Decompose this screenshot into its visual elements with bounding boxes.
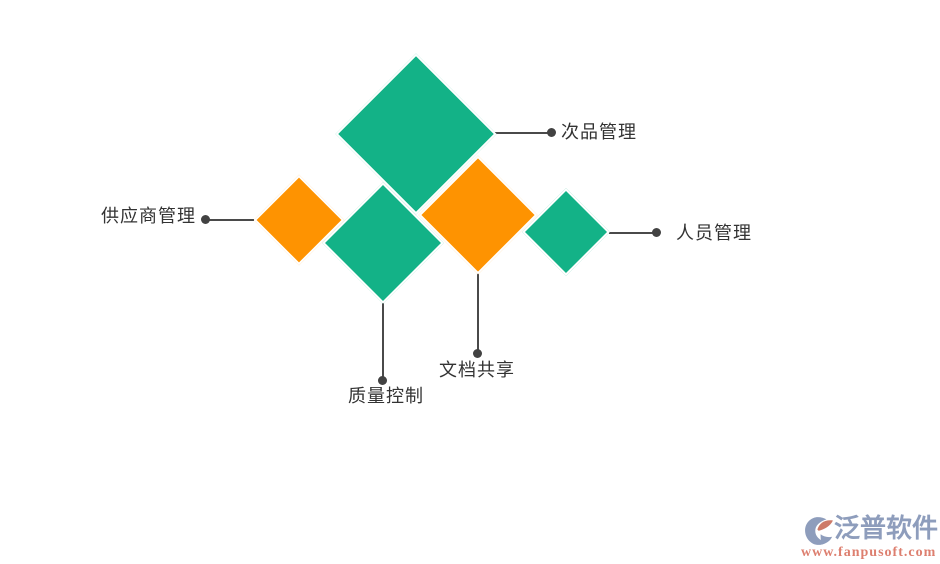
connector-line-document-sharing xyxy=(477,273,479,353)
fanpu-watermark: 泛普软件 www.fanpusoft.com xyxy=(800,513,940,563)
label-personnel-management: 人员管理 xyxy=(676,223,752,243)
connector-line-supplier-management xyxy=(208,219,254,221)
connector-dot-document-sharing xyxy=(473,349,482,358)
connector-line-personnel-management xyxy=(609,232,654,234)
label-defect-management: 次品管理 xyxy=(561,122,637,142)
label-quality-control: 质量控制 xyxy=(348,386,424,406)
fanpu-brand-text: 泛普软件 xyxy=(834,514,939,543)
connector-line-defect-management xyxy=(495,132,551,134)
connector-line-quality-control xyxy=(382,302,384,381)
connector-dot-quality-control xyxy=(378,376,387,385)
label-supplier-management: 供应商管理 xyxy=(101,206,196,226)
fanpu-logo-icon xyxy=(805,517,833,545)
label-document-sharing: 文档共享 xyxy=(439,360,515,380)
connector-dot-defect-management xyxy=(547,128,556,137)
diamond-personnel-management xyxy=(522,188,610,276)
connector-dot-supplier-management xyxy=(201,215,210,224)
connector-dot-personnel-management xyxy=(652,228,661,237)
fanpu-url-text: www.fanpusoft.com xyxy=(801,545,937,560)
